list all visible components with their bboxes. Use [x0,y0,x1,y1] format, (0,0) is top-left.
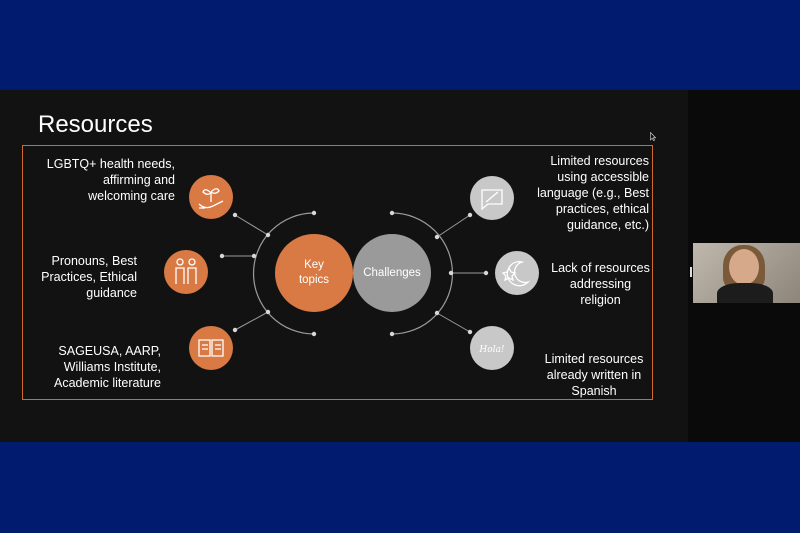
participant-body [717,283,773,303]
key-topics-label: Key topics [298,259,330,286]
participant-face [729,249,759,285]
mouse-cursor-icon [650,132,656,141]
slide-title: Resources [38,111,153,138]
left-item-1-text: LGBTQ+ health needs, affirming and welco… [46,157,175,203]
content-frame [22,145,653,400]
challenges-label: Challenges [363,267,421,279]
sidebar-handle[interactable] [690,267,692,277]
participant-video-tile[interactable] [693,243,800,303]
left-item-3-text: SAGEUSA, AARP, Williams Institute, Acade… [54,344,161,390]
right-item-2-text: Lack of resources addressing religion [551,261,650,307]
bottom-letterbox [0,442,800,533]
top-letterbox [0,0,800,90]
right-item-3-text: Limited resources already written in Spa… [544,352,644,398]
right-item-1-text: Limited resources using accessible langu… [537,154,649,232]
left-item-2-text: Pronouns, Best Practices, Ethical guidan… [41,254,137,300]
